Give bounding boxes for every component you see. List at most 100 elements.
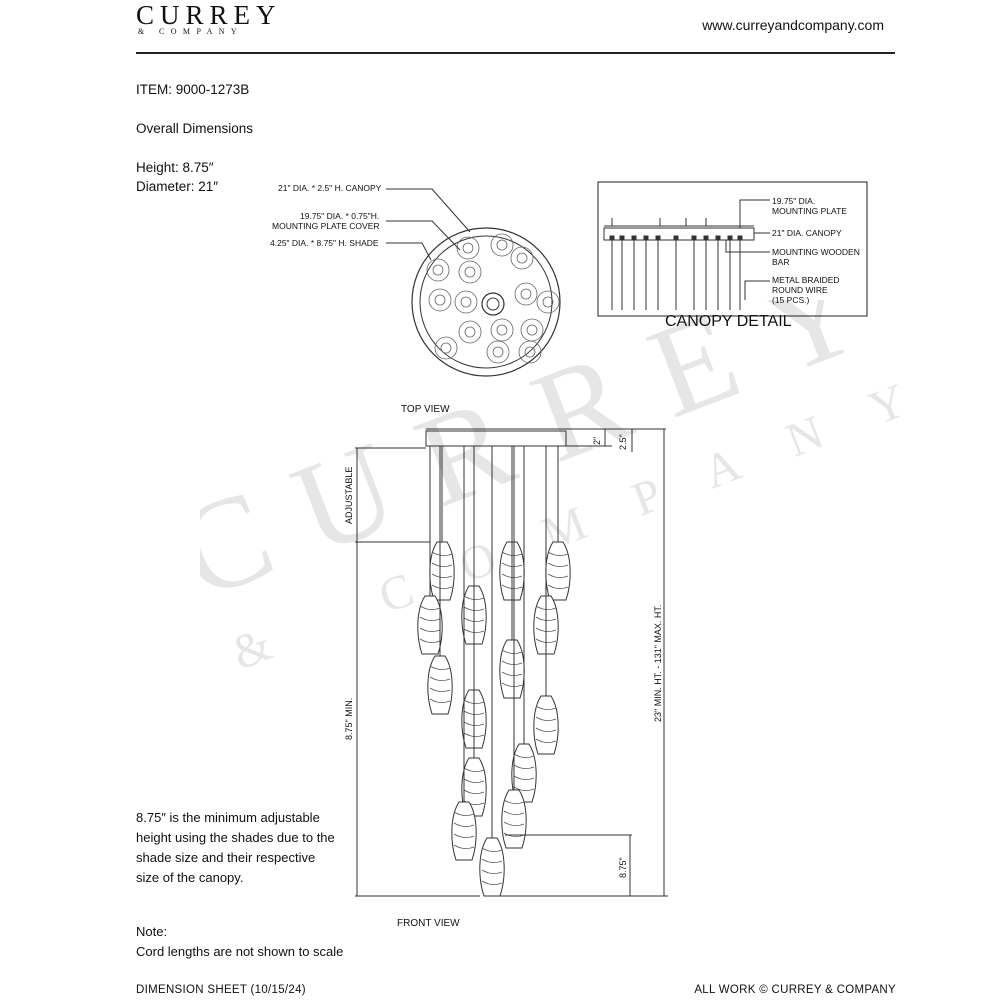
pendant-swirl — [535, 716, 557, 721]
top-view-shades — [426, 233, 560, 364]
top-view-shade — [518, 340, 542, 364]
note-line: shade size and their respective — [136, 850, 316, 865]
website-url[interactable]: www.curreyandcompany.com — [702, 17, 884, 33]
canopy-detail-title: CANOPY DETAIL — [665, 313, 792, 330]
pendant-swirl — [419, 605, 441, 610]
dim-overall-label: 23" MIN. HT. - 131" MAX. HT. — [653, 605, 663, 722]
top-view-shade — [490, 233, 514, 257]
leader-detail-bar — [725, 240, 770, 253]
pendant-swirl — [419, 638, 441, 643]
pendant-swirl — [513, 753, 535, 758]
top-view-shade — [426, 258, 450, 282]
pendant-swirl — [453, 833, 475, 838]
top-view-shade-core — [440, 342, 452, 354]
diameter-value: Diameter: 21″ — [136, 179, 219, 194]
detail-wire-clip — [703, 235, 709, 241]
pendant-swirl — [463, 778, 485, 783]
dim-25-label: 2.5" — [618, 434, 628, 450]
pendant-swirl — [453, 844, 475, 849]
pendant-swirl — [431, 584, 453, 589]
callout-plate-cover-1: 19.75" DIA. * 0.75"H. — [300, 211, 380, 221]
pendant-swirl — [547, 584, 569, 589]
top-view-shade-core — [526, 324, 538, 336]
pendant-swirl — [503, 821, 525, 826]
top-view-shade-core — [460, 296, 472, 308]
pendant-swirl — [429, 676, 451, 681]
top-view-shade — [454, 290, 478, 314]
top-view-shade-core — [520, 288, 532, 300]
top-view-shade-core — [496, 324, 508, 336]
pendant-swirl — [463, 789, 485, 794]
pendant-shade — [427, 655, 453, 715]
header-divider — [136, 52, 895, 54]
canopy-detail-frame — [597, 181, 868, 317]
top-view-shade-core — [516, 252, 528, 264]
pendant-shade — [499, 639, 525, 699]
top-view-shade-core — [524, 346, 536, 358]
pendant-swirl — [535, 738, 557, 743]
top-view-shade — [458, 260, 482, 284]
top-view-shade-core — [464, 266, 476, 278]
note-line: 8.75″ is the minimum adjustable — [136, 810, 320, 825]
dim-shade-label: 8.75" — [618, 857, 628, 878]
front-view-caption: FRONT VIEW — [397, 918, 460, 929]
pendant-shade — [545, 541, 571, 601]
pendant-shade — [501, 789, 527, 849]
leader-canopy — [386, 188, 471, 233]
top-view-shade — [434, 336, 458, 360]
top-view-caption: TOP VIEW — [401, 404, 450, 415]
top-view-shade — [510, 246, 534, 270]
top-view-shade-core — [434, 294, 446, 306]
pendant-swirl — [453, 822, 475, 827]
footer-right: ALL WORK © CURREY & COMPANY — [694, 984, 896, 996]
detail-wire-clip — [673, 235, 679, 241]
top-view-shade — [536, 290, 560, 314]
pendant-swirl — [501, 649, 523, 654]
canopy-detail-wires — [609, 218, 743, 310]
pendant-swirl — [429, 687, 451, 692]
detail-wire-clip — [619, 235, 625, 241]
pendant-swirl — [547, 551, 569, 556]
top-view-shade-core — [432, 264, 444, 276]
leader-shade — [386, 242, 432, 261]
detail-wire-clip — [715, 235, 721, 241]
top-view-shade-core — [542, 296, 554, 308]
dim-2-label: 2" — [592, 437, 602, 445]
detail-plate-2: MOUNTING PLATE — [772, 206, 847, 216]
detail-wire-clip — [631, 235, 637, 241]
leader-detail-plate — [739, 199, 770, 228]
callout-plate-cover-2: MOUNTING PLATE COVER — [272, 221, 380, 231]
top-view-shade — [458, 320, 482, 344]
detail-wire-1: METAL BRAIDED — [772, 275, 840, 285]
pendant-swirl — [481, 858, 503, 863]
pendant-shade — [451, 801, 477, 861]
top-view-shade-core — [464, 326, 476, 338]
detail-wire-clip — [609, 235, 615, 241]
top-view-shade — [428, 288, 452, 312]
detail-wire-clip — [691, 235, 697, 241]
pendant-swirl — [513, 764, 535, 769]
pendant-shade — [417, 595, 443, 655]
pendant-swirl — [503, 832, 525, 837]
pendant-shade — [533, 695, 559, 755]
top-view-shade-core — [492, 346, 504, 358]
detail-wire-clip — [643, 235, 649, 241]
top-view-shade — [456, 236, 480, 260]
leader-detail-wire — [744, 280, 770, 300]
detail-wire-clip — [655, 235, 661, 241]
pendant-swirl — [547, 573, 569, 578]
pendant-swirl — [503, 810, 525, 815]
top-view-shade — [520, 318, 544, 342]
center-hub — [481, 292, 505, 316]
pendant-swirl — [535, 727, 557, 732]
top-view-shade — [490, 318, 514, 342]
top-view-drawing — [386, 188, 561, 377]
front-view-pendants — [417, 446, 571, 897]
callout-canopy: 21" DIA. * 2.5" H. CANOPY — [278, 183, 382, 193]
detail-wire-3: (15 PCS.) — [772, 295, 810, 305]
detail-bar-1: MOUNTING WOODEN — [772, 247, 860, 257]
top-view-shade-core — [462, 242, 474, 254]
note-line: size of the canopy. — [136, 870, 244, 885]
brand-logo: CURREY — [136, 0, 282, 30]
